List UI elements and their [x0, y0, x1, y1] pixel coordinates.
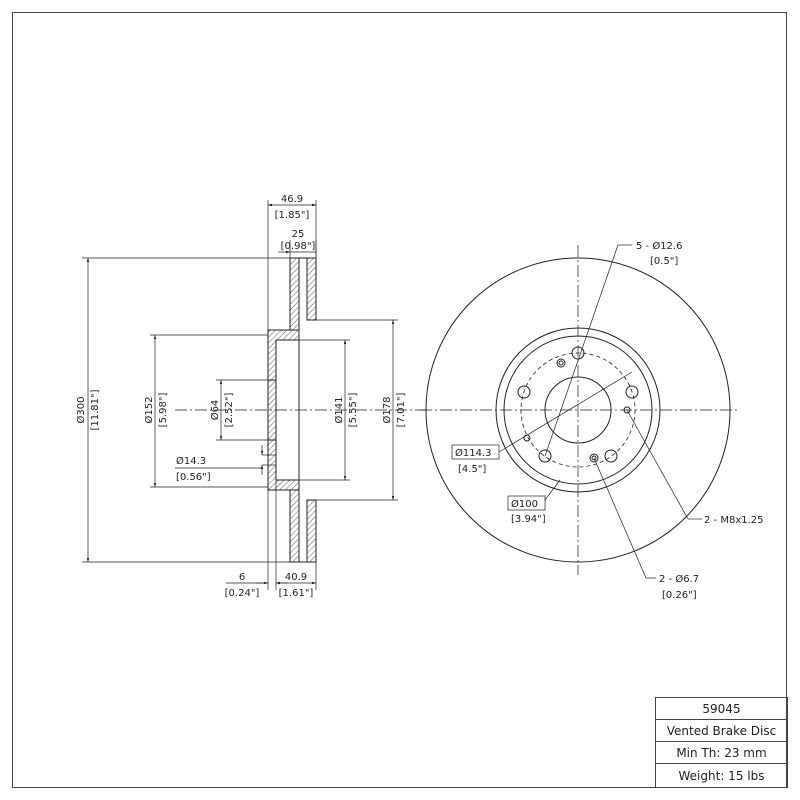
- disc-thickness-mm: 25: [292, 229, 305, 240]
- bolt-circle-box: [451, 444, 500, 460]
- outer-diameter-mm: Ø300: [75, 397, 87, 424]
- hat-height-mm: 40.9: [285, 572, 307, 583]
- hat-face: [267, 379, 277, 441]
- hub-circle-in: [3.94"]: [511, 514, 546, 525]
- outer-diameter-in: [11.81"]: [90, 389, 101, 430]
- locating-holes-mm: 2 - Ø6.7: [659, 573, 699, 585]
- center-bore-in: [2.52"]: [224, 393, 235, 428]
- hub-circle-mm: Ø100: [511, 498, 538, 510]
- inboard-plate-bottom: [306, 499, 317, 563]
- hat-inner-edge: [503, 335, 653, 485]
- lug-holes-mm: 5 - Ø12.6: [636, 240, 682, 252]
- hat-thickness-in: [0.24"]: [225, 588, 260, 599]
- locating-hole: [589, 453, 599, 463]
- pilot-hole-in: [0.56"]: [176, 472, 211, 483]
- center-bore-mm: Ø64: [209, 400, 221, 421]
- bolt-circle-mm: Ø114.3: [455, 447, 492, 459]
- inner-face-diameter-in: [5.55"]: [348, 393, 359, 428]
- lug-hole: [538, 449, 552, 463]
- pilot-hole-mm: Ø14.3: [176, 455, 206, 467]
- threaded-holes-mm: 2 - M8x1.25: [704, 515, 764, 526]
- locating-hole: [556, 358, 566, 368]
- section-view: 46.9 [1.85"] 25 [0.98"] Ø300 [11.81"] Ø1…: [75, 194, 430, 599]
- inboard-plate-top: [306, 257, 317, 321]
- lug-hole: [604, 449, 618, 463]
- hat-thickness-mm: 6: [239, 572, 245, 583]
- hat-diameter-in: [5.98"]: [158, 393, 169, 428]
- hat-height-in: [1.61"]: [279, 588, 314, 599]
- drawing-frame: [12, 12, 787, 788]
- inner-face-diameter-mm: Ø141: [333, 397, 345, 424]
- hub-circle-box: [507, 495, 546, 511]
- outboard-plate-bottom: [289, 489, 300, 563]
- bolt-circle: [520, 352, 636, 468]
- friction-inner-diameter-mm: Ø178: [381, 397, 393, 424]
- threaded-hole: [523, 434, 531, 442]
- face-view: 5 - Ø12.6 [0.5"] Ø114.3 [4.5"] Ø100 [3.9…: [420, 240, 764, 601]
- disc-thickness-in: [0.98"]: [281, 241, 316, 252]
- part-number: 59045: [656, 698, 787, 720]
- friction-inner-diameter-in: [7.01"]: [396, 393, 407, 428]
- lug-hole: [571, 346, 585, 360]
- hat-top: [267, 329, 300, 381]
- bolt-circle-in: [4.5"]: [458, 464, 486, 475]
- part-description: Vented Brake Disc: [656, 720, 787, 742]
- lug-hole: [517, 385, 531, 399]
- overall-width-in: [1.85"]: [275, 210, 310, 221]
- lug-hole: [625, 385, 639, 399]
- hat-outer-edge: [495, 327, 661, 493]
- center-bore: [544, 376, 612, 444]
- disc-outer-edge: [425, 257, 731, 563]
- outboard-plate-top: [289, 257, 300, 331]
- title-block: 59045 Vented Brake Disc Min Th: 23 mm We…: [655, 697, 788, 788]
- threaded-hole: [623, 406, 631, 414]
- overall-width-mm: 46.9: [281, 194, 303, 205]
- locating-holes-in: [0.26"]: [662, 590, 697, 601]
- lug-holes-in: [0.5"]: [650, 256, 678, 267]
- min-thickness: Min Th: 23 mm: [656, 742, 787, 764]
- weight: Weight: 15 lbs: [678, 768, 765, 783]
- hat-diameter-mm: Ø152: [143, 397, 155, 424]
